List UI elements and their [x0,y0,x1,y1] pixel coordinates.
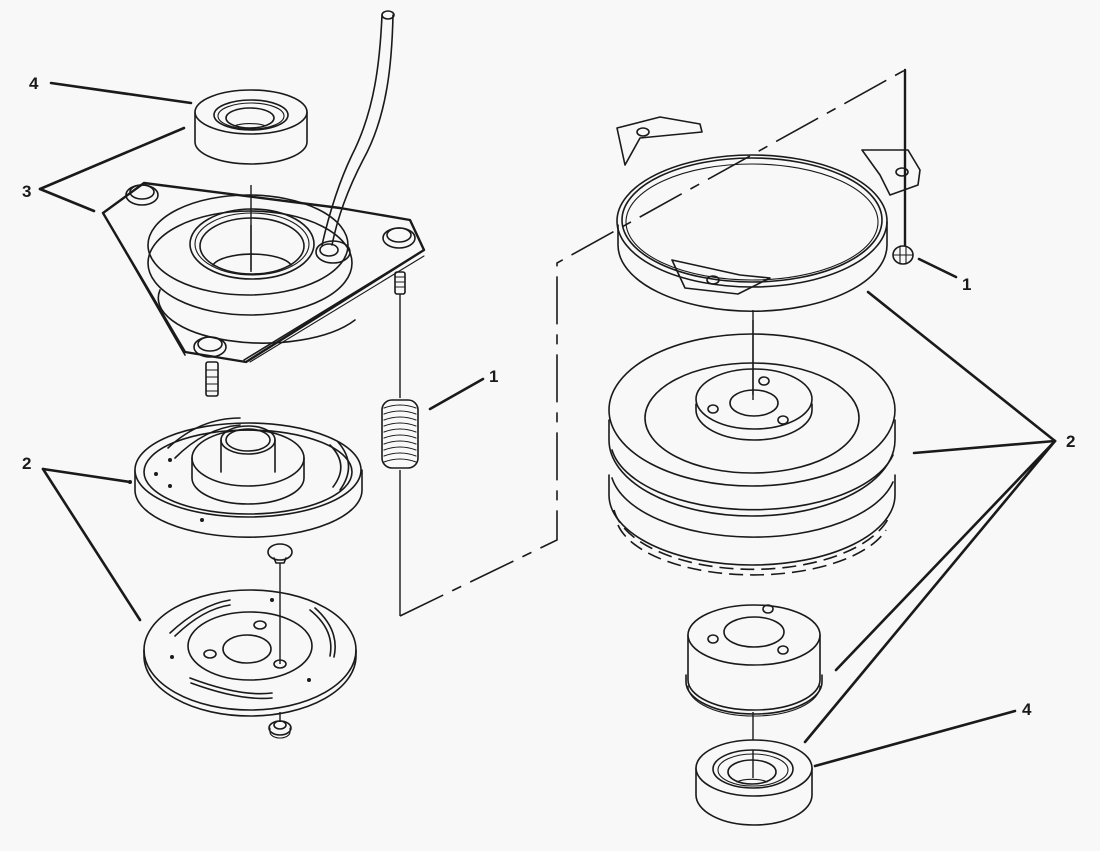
rivet [267,543,293,664]
double-pulley [608,320,896,576]
callout-4-upper-bearing: 4 [29,74,39,93]
leader-lines [38,81,1057,768]
phantom-line [399,69,906,617]
lead-wire [321,10,395,246]
callout-4-lower-bearing: 4 [1022,700,1032,719]
upper-bearing [194,89,308,165]
cup-ring [616,116,921,313]
retaining-nut [268,712,292,739]
lower-bearing [695,739,813,826]
compression-spring [381,399,419,616]
rotor [128,417,363,538]
brake-plate [143,589,357,717]
callout-3-housing: 3 [22,182,32,201]
mounting-stud-right [394,271,406,398]
hub [685,604,823,770]
callout-1-spring: 1 [489,367,499,386]
field-coil-housing [101,181,426,364]
callout-2-rotor-plate: 2 [22,454,32,473]
mounting-stud-left [205,361,219,397]
callout-2-pulley-group: 2 [1066,432,1076,451]
callout-1-nut: 1 [962,275,972,294]
flange-nut [892,245,914,265]
